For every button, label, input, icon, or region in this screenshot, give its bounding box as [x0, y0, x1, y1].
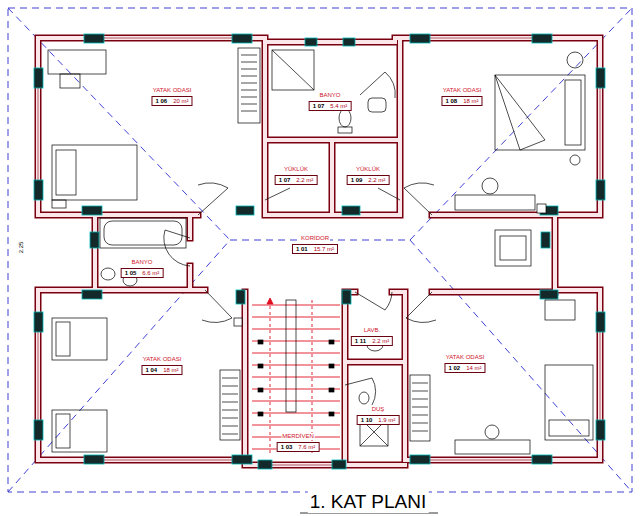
- windows: [34, 34, 605, 469]
- room-tag: 1 07 2.2 m²: [275, 175, 318, 185]
- room-label: YATAK ODASI 1 08 18 m²: [441, 78, 482, 106]
- room-name: YÜKLÜK: [355, 166, 381, 173]
- plan-title: 1. KAT PLANI: [308, 491, 429, 513]
- stair: [252, 298, 340, 455]
- dimension-label: 2.25: [18, 242, 25, 254]
- room-tag: 1 11 2.2 m²: [351, 336, 393, 346]
- room-label: YATAK ODASI 1 02 14 m²: [444, 345, 485, 373]
- room-name: KORİDOR: [300, 235, 330, 242]
- room-tag: 1 08 18 m²: [441, 96, 482, 106]
- room-number: 1 03: [281, 444, 293, 450]
- room-area: 7.6 m²: [298, 444, 315, 450]
- room-label: YÜKLÜK 1 07 2.2 m²: [275, 157, 318, 185]
- room-area: 18 m²: [163, 367, 178, 373]
- room-number: 1 11: [355, 338, 366, 344]
- room-label: MERDİVEN 1 03 7.6 m²: [277, 424, 320, 452]
- furniture: [48, 48, 593, 454]
- stair-marks: [234, 204, 546, 416]
- room-label: LAVB. 1 11 2.2 m²: [351, 318, 393, 346]
- room-name: BANYO: [130, 259, 153, 266]
- room-tag: 1 03 7.6 m²: [277, 442, 320, 452]
- room-number: 1 07: [313, 103, 325, 109]
- room-area: 20 m²: [173, 98, 188, 104]
- room-number: 1 07: [279, 177, 291, 183]
- room-number: 1 09: [351, 177, 363, 183]
- room-tag: 1 01 15.7 m²: [292, 244, 338, 254]
- room-tag: 1 10 1.9 m²: [357, 415, 400, 425]
- room-area: 1.9 m²: [378, 417, 395, 423]
- room-tag: 1 09 2.2 m²: [347, 175, 390, 185]
- room-number: 1 10: [361, 417, 373, 423]
- walls: [38, 38, 600, 465]
- roof-lines: [8, 8, 632, 492]
- room-name: YATAK ODASI: [152, 87, 193, 94]
- room-name: LAVB.: [363, 327, 382, 334]
- room-name: YATAK ODASI: [445, 354, 486, 361]
- room-label: KORİDOR 1 01 15.7 m²: [292, 226, 338, 254]
- glazing: [38, 38, 600, 465]
- room-tag: 1 06 20 m²: [151, 96, 192, 106]
- room-number: 1 06: [155, 98, 167, 104]
- room-area: 5.4 m²: [330, 103, 347, 109]
- room-area: 18 m²: [463, 98, 478, 104]
- room-name: DUŞ: [371, 406, 386, 413]
- room-name: YATAK ODASI: [142, 356, 183, 363]
- room-label: YATAK ODASI 1 06 20 m²: [151, 78, 192, 106]
- room-area: 15.7 m²: [314, 246, 334, 252]
- room-name: YATAK ODASI: [442, 87, 483, 94]
- room-area: 2.2 m²: [372, 338, 389, 344]
- room-name: MERDİVEN: [281, 433, 315, 440]
- room-area: 2.2 m²: [368, 177, 385, 183]
- room-area: 14 m²: [466, 365, 481, 371]
- room-tag: 1 02 14 m²: [444, 363, 485, 373]
- doors: [164, 72, 436, 405]
- room-label: BANYO 1 07 5.4 m²: [309, 83, 352, 111]
- room-number: 1 04: [145, 367, 157, 373]
- room-area: 2.2 m²: [296, 177, 313, 183]
- room-label: DUŞ 1 10 1.9 m²: [357, 397, 400, 425]
- room-name: BANYO: [318, 92, 341, 99]
- room-number: 1 02: [448, 365, 460, 371]
- room-number: 1 05: [125, 270, 137, 276]
- room-label: YATAK ODASI 1 04 18 m²: [141, 347, 182, 375]
- room-tag: 1 07 5.4 m²: [309, 101, 352, 111]
- room-number: 1 01: [296, 246, 308, 252]
- room-area: 6.6 m²: [142, 270, 159, 276]
- room-label: BANYO 1 05 6.6 m²: [121, 250, 164, 278]
- room-tag: 1 04 18 m²: [141, 365, 182, 375]
- room-name: YÜKLÜK: [283, 166, 309, 173]
- room-label: YÜKLÜK 1 09 2.2 m²: [347, 157, 390, 185]
- room-tag: 1 05 6.6 m²: [121, 268, 164, 278]
- room-number: 1 08: [445, 98, 457, 104]
